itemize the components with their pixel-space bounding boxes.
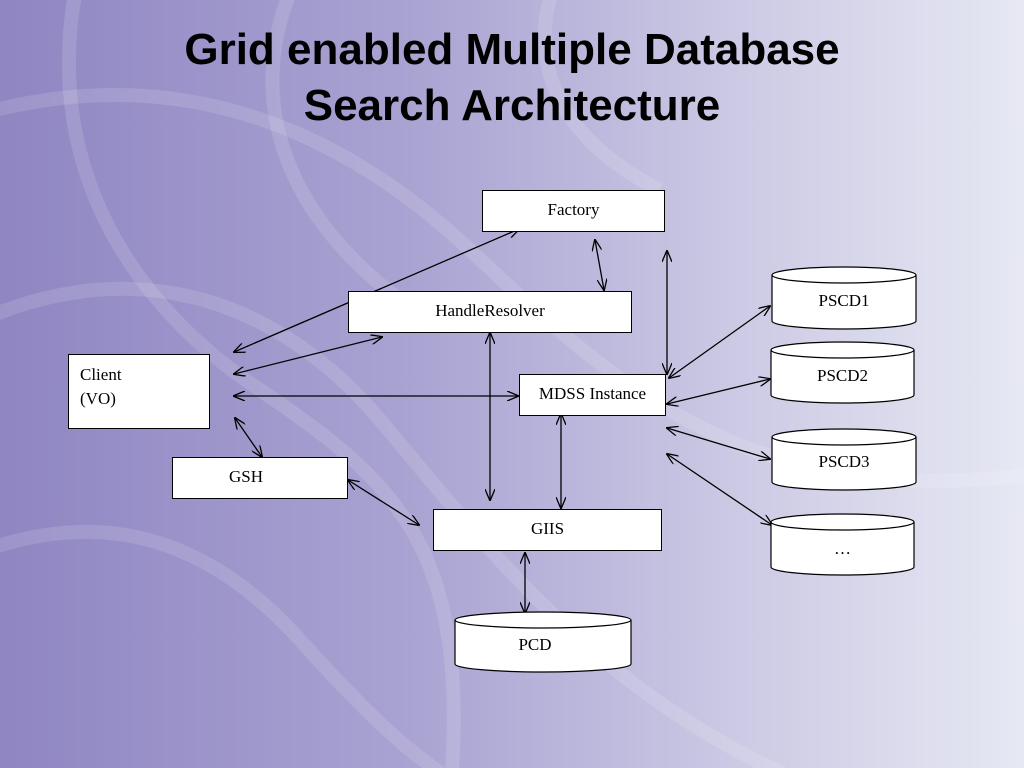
title-line-1: Grid enabled Multiple Database (184, 25, 840, 74)
arrow-gsh-giis (348, 480, 419, 525)
arrow-mdss-pscd1 (669, 306, 770, 378)
title-line-2: Search Architecture (303, 81, 721, 130)
client-label-line-1: Client (80, 365, 122, 384)
handle-resolver-label: HandleResolver (435, 301, 545, 320)
pscd-more-database: … (770, 513, 915, 576)
arrow-client-handleresolver (234, 337, 382, 374)
database-cylinder-icon (771, 428, 917, 491)
mdss-instance-box: MDSS Instance (519, 374, 666, 416)
pcd-database: PCD (454, 611, 632, 673)
pcd-label: PCD (518, 635, 552, 654)
pscd2-database: PSCD2 (770, 341, 915, 404)
arrow-factory-handleresolver (595, 240, 604, 290)
pscd1-label: PSCD1 (818, 291, 870, 310)
database-cylinder-icon (770, 513, 915, 576)
database-cylinder-icon (771, 266, 917, 330)
pscd3-database: PSCD3 (771, 428, 917, 491)
pscd2-label: PSCD2 (816, 366, 869, 385)
arrow-mdss-pscd2 (667, 379, 770, 404)
mdss-instance-label: MDSS Instance (538, 384, 647, 403)
arrow-mdss-more (667, 454, 772, 525)
slide-title: Grid enabled Multiple Database Search Ar… (0, 22, 1024, 134)
arrow-mdss-pscd3 (667, 428, 770, 459)
gsh-label: GSH (229, 467, 264, 486)
factory-box: Factory (482, 190, 665, 232)
client-box: Client (VO) (68, 354, 210, 429)
database-cylinder-icon (454, 611, 632, 673)
database-cylinder-icon (770, 341, 915, 404)
arrow-client-gsh (235, 418, 262, 457)
giis-label: GIIS (530, 519, 565, 538)
factory-label: Factory (547, 200, 600, 219)
handle-resolver-box: HandleResolver (348, 291, 632, 333)
arrow-client-factory (234, 229, 519, 352)
client-label-line-2: (VO) (80, 389, 116, 408)
pscd3-label: PSCD3 (818, 452, 870, 471)
pscd-more-label: … (834, 539, 851, 558)
giis-box: GIIS (433, 509, 662, 551)
pscd1-database: PSCD1 (771, 266, 917, 330)
gsh-box: GSH (172, 457, 348, 499)
